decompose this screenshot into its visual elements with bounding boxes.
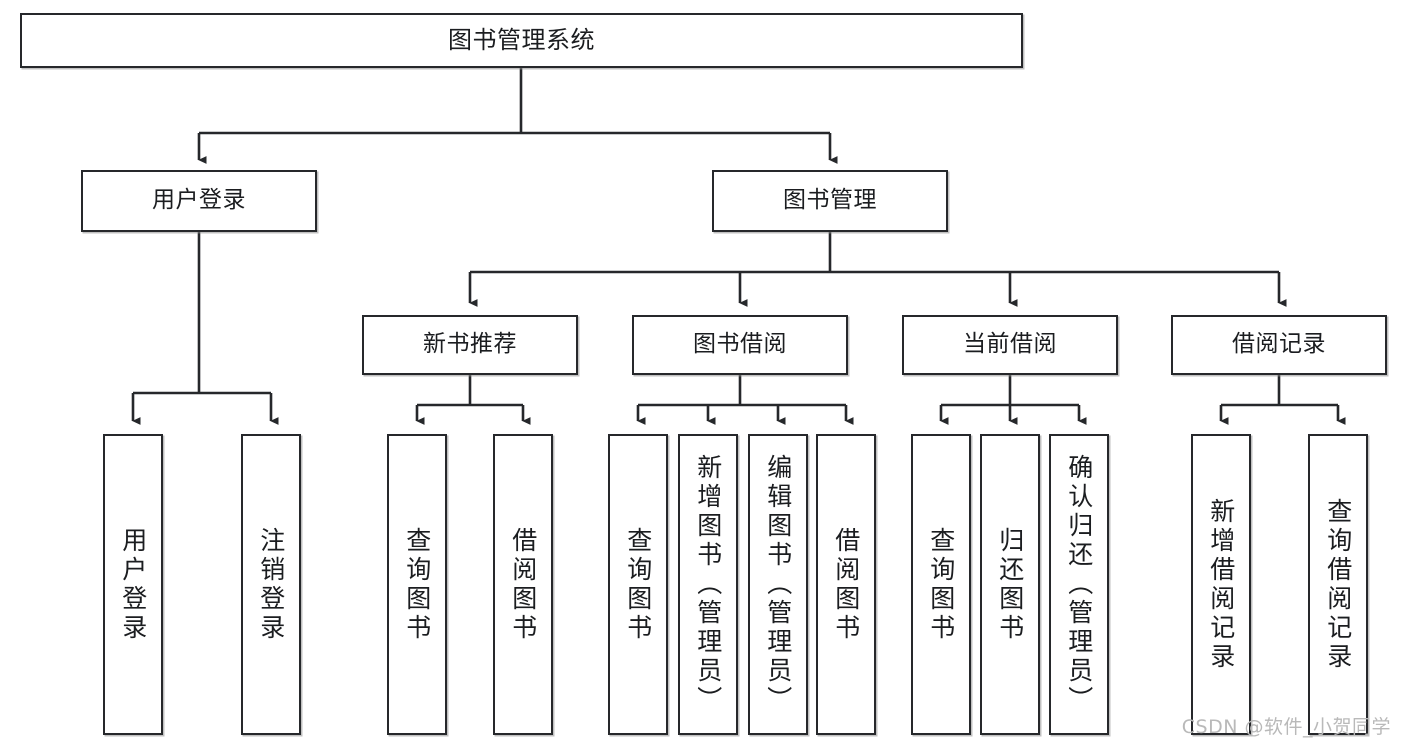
node-label: 图书管理 [783, 187, 877, 214]
leaf-user-login[interactable]: 用户登录 [103, 434, 163, 735]
node-label: 查询借阅记录 [1323, 497, 1353, 672]
node-label: 用户登录 [118, 526, 148, 643]
leaf-query-book-borrow[interactable]: 查询图书 [608, 434, 668, 735]
watermark: CSDN @软件_小贺同学 [1181, 716, 1391, 738]
node-label: 图书管理系统 [448, 26, 595, 55]
leaf-query-borrow-record[interactable]: 查询借阅记录 [1308, 434, 1368, 735]
leaf-edit-book-admin[interactable]: 编辑图书（管理员） [748, 434, 808, 735]
node-book-borrow[interactable]: 图书借阅 [632, 315, 848, 375]
node-user-login[interactable]: 用户登录 [81, 170, 317, 232]
leaf-borrow-book[interactable]: 借阅图书 [816, 434, 876, 735]
leaf-add-book-admin[interactable]: 新增图书（管理员） [678, 434, 738, 735]
leaf-query-book-current[interactable]: 查询图书 [911, 434, 971, 735]
node-label: 归还图书 [995, 526, 1025, 643]
node-label: 新增图书（管理员） [693, 454, 723, 715]
node-root-book-management-system[interactable]: 图书管理系统 [20, 13, 1023, 68]
node-label: 查询图书 [402, 526, 432, 643]
node-borrow-record[interactable]: 借阅记录 [1171, 315, 1387, 375]
node-label: 新增借阅记录 [1206, 497, 1236, 672]
node-label: 新书推荐 [423, 331, 517, 358]
node-current-borrow[interactable]: 当前借阅 [902, 315, 1118, 375]
node-label: 注销登录 [256, 526, 286, 643]
leaf-confirm-return-admin[interactable]: 确认归还（管理员） [1049, 434, 1109, 735]
node-label: 当前借阅 [963, 331, 1057, 358]
leaf-borrow-book-recommend[interactable]: 借阅图书 [493, 434, 553, 735]
leaf-add-borrow-record[interactable]: 新增借阅记录 [1191, 434, 1251, 735]
node-label: 借阅图书 [508, 526, 538, 643]
node-label: 编辑图书（管理员） [763, 454, 793, 715]
node-label: 查询图书 [623, 526, 653, 643]
node-label: 图书借阅 [693, 331, 787, 358]
node-new-book-recommend[interactable]: 新书推荐 [362, 315, 578, 375]
node-label: 借阅记录 [1232, 331, 1326, 358]
node-label: 确认归还（管理员） [1064, 454, 1094, 715]
node-label: 查询图书 [926, 526, 956, 643]
leaf-query-book-recommend[interactable]: 查询图书 [387, 434, 447, 735]
leaf-logout-login[interactable]: 注销登录 [241, 434, 301, 735]
node-label: 用户登录 [152, 187, 246, 214]
node-book-management[interactable]: 图书管理 [712, 170, 948, 232]
leaf-return-book[interactable]: 归还图书 [980, 434, 1040, 735]
node-label: 借阅图书 [831, 526, 861, 643]
